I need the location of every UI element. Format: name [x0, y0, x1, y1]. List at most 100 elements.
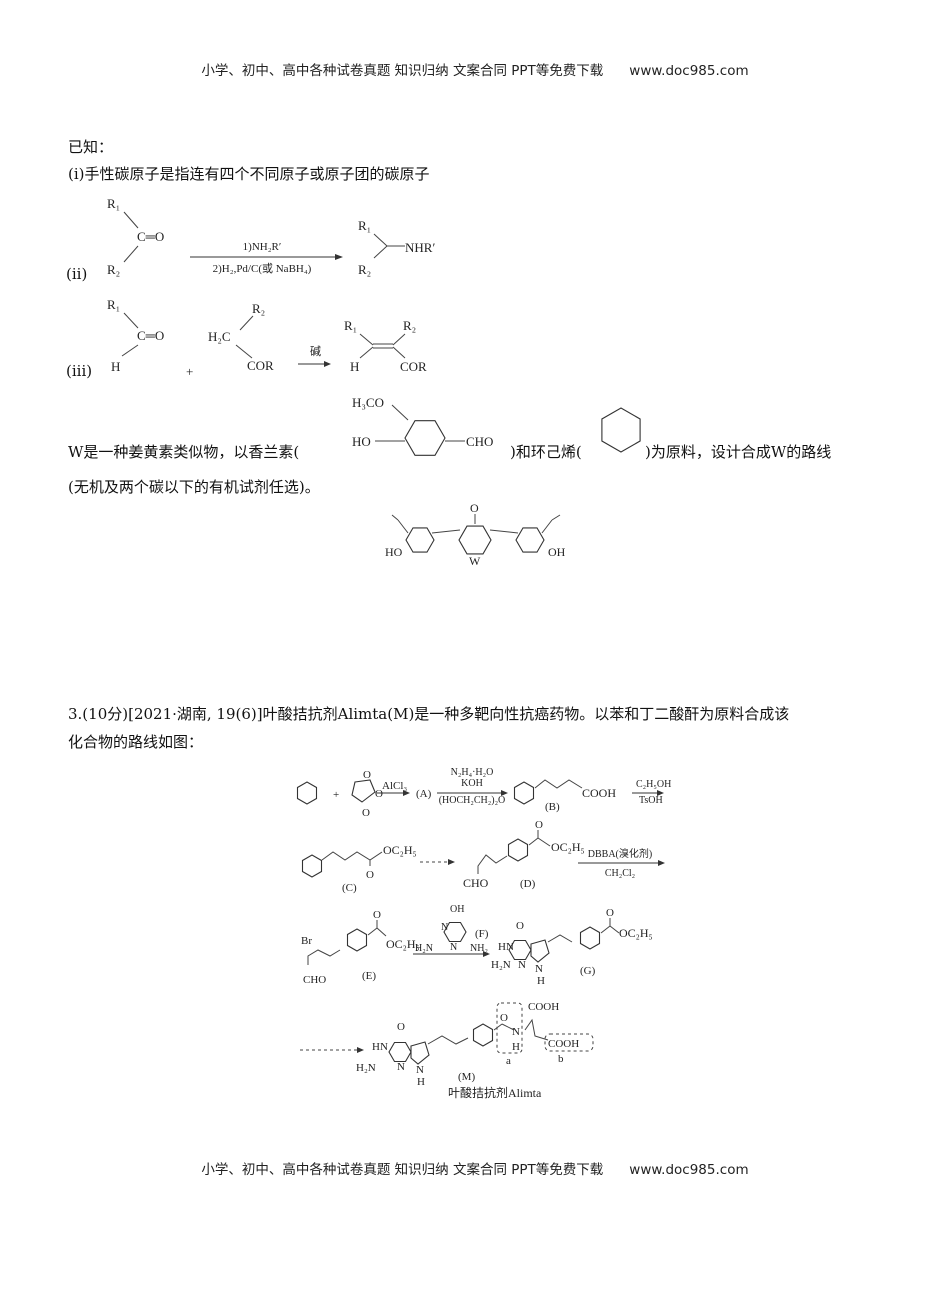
m-nh: N: [416, 1064, 424, 1076]
m-cooh-side: COOH: [548, 1038, 579, 1050]
m-amide-n: N: [512, 1026, 520, 1038]
e-bromo: Br: [301, 935, 312, 947]
base-condition: 碱: [310, 345, 321, 358]
cyclohexene-structure: [601, 407, 641, 453]
c-ester: OC₂H₅: [383, 843, 417, 857]
footer-url[interactable]: www.doc985.com: [629, 1162, 749, 1178]
product-nhr: NHR′: [405, 240, 435, 255]
question-w-text-c: )为原料，设计合成W的路线: [645, 443, 832, 461]
e-carbonyl-o: O: [373, 909, 381, 921]
scheme-row-3: Br CHO O OC₂H₅ (E) OH N N H₂N NH₂ (F) O …: [301, 904, 653, 987]
header-url[interactable]: www.doc985.com: [629, 63, 749, 79]
condition-koh: KOH: [461, 778, 483, 789]
w-hydroxy-right: OH: [548, 545, 566, 559]
hydroxy-label: HO: [352, 434, 371, 449]
g-h: H: [537, 975, 545, 987]
ring: [508, 939, 532, 961]
m-hn: HN: [372, 1041, 388, 1053]
anhydride-o-top: O: [363, 769, 371, 781]
product-cor: COR: [400, 359, 427, 374]
ring: [458, 525, 492, 555]
methoxy-label: H₃CO: [352, 395, 384, 410]
ring: [507, 838, 529, 862]
carbonyl-label: C═O: [137, 229, 164, 244]
g-nh: N: [535, 963, 543, 975]
m-h: H: [417, 1076, 425, 1088]
scheme-row-1: + O O O AlCl₃ (A) N₂H₄·H₂O KOH (HOCH₂CH₂…: [296, 767, 671, 819]
d-carbonyl-o: O: [535, 819, 543, 831]
m-carbonyl-o: O: [397, 1021, 405, 1033]
m-amino: H₂N: [356, 1062, 376, 1074]
product-r1: R₁: [344, 318, 357, 333]
label-a: a: [506, 1055, 511, 1067]
e-ester: OC₂H₅: [386, 937, 420, 951]
ring: [346, 928, 368, 952]
footer-text: 小学、初中、高中各种试卷真题 知识归纳 文案合同 PPT等免费下载: [201, 1162, 604, 1178]
scheme-row-2: OC₂H₅ O (C) O OC₂H₅ CHO (D) DBBA(溴化剂) CH…: [301, 819, 665, 894]
plus-sign: +: [186, 364, 193, 379]
question-w-text-b: )和环己烯(: [510, 443, 582, 461]
g-amino: H₂N: [491, 959, 511, 971]
compound-g: (G): [580, 965, 596, 977]
page-footer: 小学、初中、高中各种试卷真题 知识归纳 文案合同 PPT等免费下载 www.doc…: [0, 1158, 950, 1178]
r1-label: R₁: [107, 297, 120, 312]
ring: [301, 854, 323, 878]
condition-1: 1)NH₂R′: [243, 241, 282, 253]
anhydride-o-ring: O: [375, 788, 383, 800]
f-amino-right: NH₂: [470, 943, 488, 954]
f-amino-left: H₂N: [415, 943, 433, 954]
page-header: 小学、初中、高中各种试卷真题 知识归纳 文案合同 PPT等免费下载 www.doc…: [0, 59, 950, 79]
known-title: 已知：: [68, 138, 114, 156]
e-aldehyde: CHO: [303, 974, 326, 986]
f-n2: N: [450, 942, 457, 953]
reaction-ii: R₁ C═O R₂ 1)NH₂R′ 2)H₂,Pd/C(或 NaBH₄) R₁ …: [107, 196, 435, 277]
ring: [472, 1023, 494, 1047]
m-amide-h: H: [512, 1041, 520, 1053]
carbonyl-label: C═O: [137, 328, 164, 343]
condition-dbba: DBBA(溴化剂): [588, 847, 652, 860]
question3-line2: 化合物的路线如图：: [68, 733, 204, 751]
r2-label: R₂: [107, 262, 120, 277]
label-b: b: [558, 1053, 564, 1065]
ring: [404, 420, 446, 456]
d-ester: OC₂H₅: [551, 840, 585, 854]
compound-c: (C): [342, 882, 357, 894]
ring: [443, 921, 467, 943]
compound-a: (A): [416, 788, 432, 800]
b-cooh: COOH: [582, 786, 616, 800]
condition-2: 2)H₂,Pd/C(或 NaBH₄): [213, 262, 312, 275]
question3-line1: 3.(10分)[2021·湖南, 19(6)]叶酸拮抗剂Alimta(M)是一种…: [68, 705, 790, 723]
g-ester-o: O: [606, 907, 614, 919]
m-amide-o: O: [500, 1012, 508, 1024]
alcl3-condition: AlCl₃: [382, 780, 407, 792]
condition-solvent: (HOCH₂CH₂)₂O: [439, 795, 506, 806]
condition-ch2cl2: CH₂Cl₂: [605, 868, 635, 879]
d-aldehyde: CHO: [463, 876, 489, 890]
condition-n2h4: N₂H₄·H₂O: [451, 767, 494, 778]
condition-ethanol: C₂H₅OH: [636, 779, 671, 790]
c-carbonyl-o: O: [366, 869, 374, 881]
h2c-label: H₂C: [208, 329, 231, 344]
ring: [515, 527, 545, 553]
product-h: H: [350, 359, 359, 374]
aldehyde-label: CHO: [466, 434, 493, 449]
h-label: H: [111, 359, 120, 374]
compound-m: (M): [458, 1071, 475, 1083]
condition-tsoh: TsOH: [639, 795, 663, 806]
known-item-3-label: (iii): [66, 362, 93, 380]
header-text: 小学、初中、高中各种试卷真题 知识归纳 文案合同 PPT等免费下载: [201, 63, 604, 79]
known-item-1: (ⅰ)手性碳原子是指连有四个不同原子或原子团的碳原子: [68, 165, 430, 183]
anhydride-o-bottom: O: [362, 807, 370, 819]
question-w-text-a: W是一种姜黄素类似物，以香兰素(: [68, 443, 300, 461]
reaction-iii: R₁ C═O H + R₂ H₂C COR 碱 R₁ R₂ H COR: [107, 297, 427, 379]
compound-b: (B): [545, 801, 560, 813]
question-w-text-d: (无机及两个碳以下的有机试剂任选)。: [68, 478, 320, 496]
plus-sign: +: [333, 789, 339, 801]
m-n: N: [397, 1061, 405, 1073]
m-name: 叶酸拮抗剂Alimta: [448, 1085, 542, 1100]
f-n1: N: [441, 922, 448, 933]
scheme-row-4: O HN H₂N N N H O N H a COOH COOH b (M) 叶…: [300, 1001, 594, 1100]
compound-e: (E): [362, 970, 376, 982]
g-carbonyl-o: O: [516, 920, 524, 932]
